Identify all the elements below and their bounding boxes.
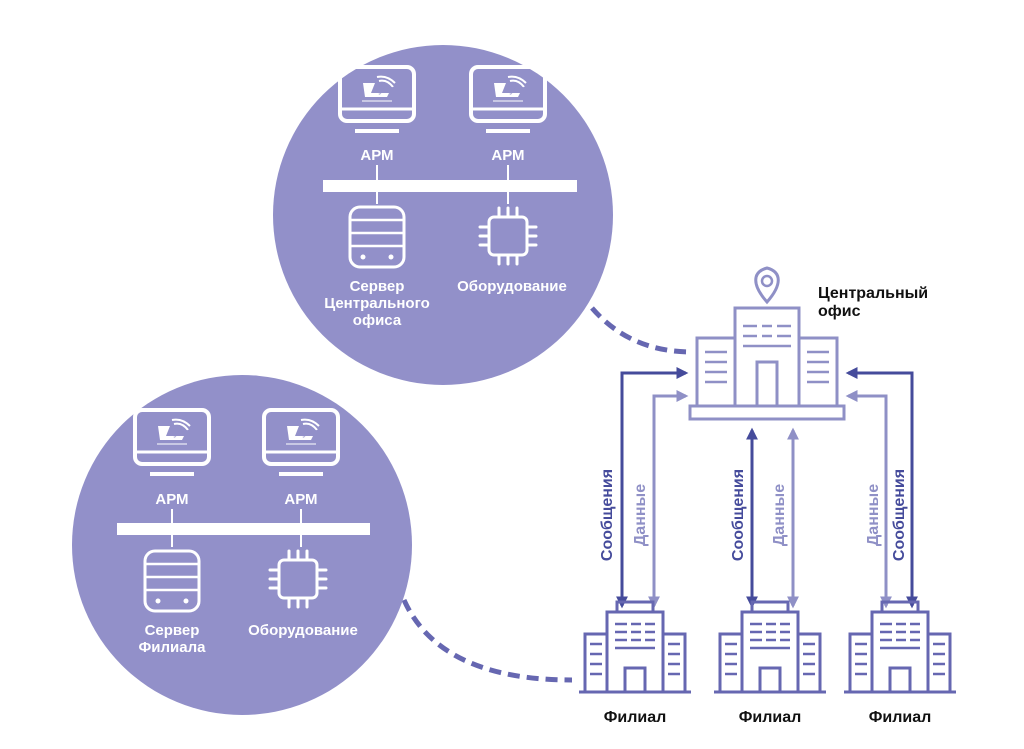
messages-label: Сообщения [730, 469, 747, 561]
branch-connector [401, 598, 573, 683]
workstation-label: АРМ [155, 491, 188, 508]
equipment-label: Оборудование [457, 278, 567, 295]
branch-label: Филиал [604, 709, 667, 726]
server-label-line-2: Филиала [139, 639, 207, 656]
messages-arrow [616, 367, 689, 609]
branch-network: АРМ АРМ Сервер Филиала Оборудование [72, 375, 412, 715]
server-label-line-2: Центрального [324, 295, 430, 312]
branch-building-icon [842, 600, 958, 694]
central-office-building-icon [688, 306, 846, 421]
data-arrow [845, 390, 892, 609]
messages-label: Сообщения [599, 469, 616, 561]
workstation-label: АРМ [360, 147, 393, 164]
equipment-label: Оборудование [248, 622, 358, 639]
server-label-line-1: Сервер [350, 278, 405, 295]
data-arrow [648, 390, 689, 609]
branch-label: Филиал [739, 709, 802, 726]
network-bus [323, 180, 577, 192]
central-office-title-line-1: Центральный [818, 285, 928, 302]
workstation-label: АРМ [491, 147, 524, 164]
central-office-network: АРМ АРМ Сервер Центрального офиса Оборуд… [273, 45, 613, 385]
network-bus [117, 523, 370, 535]
central-connector [590, 306, 693, 355]
branch-label: Филиал [869, 709, 932, 726]
location-pin-icon [754, 266, 780, 305]
data-label: Данные [632, 484, 649, 546]
messages-label: Сообщения [891, 469, 908, 561]
data-label: Данные [865, 484, 882, 546]
workstation-label: АРМ [284, 491, 317, 508]
messages-arrow [845, 367, 918, 609]
branch-building-icon [712, 600, 828, 694]
server-label-line-1: Сервер [145, 622, 200, 639]
data-label: Данные [771, 484, 788, 546]
branch-building-icon [577, 600, 693, 694]
central-office-title-line-2: офис [818, 303, 861, 320]
server-label-line-3: офиса [353, 312, 402, 329]
